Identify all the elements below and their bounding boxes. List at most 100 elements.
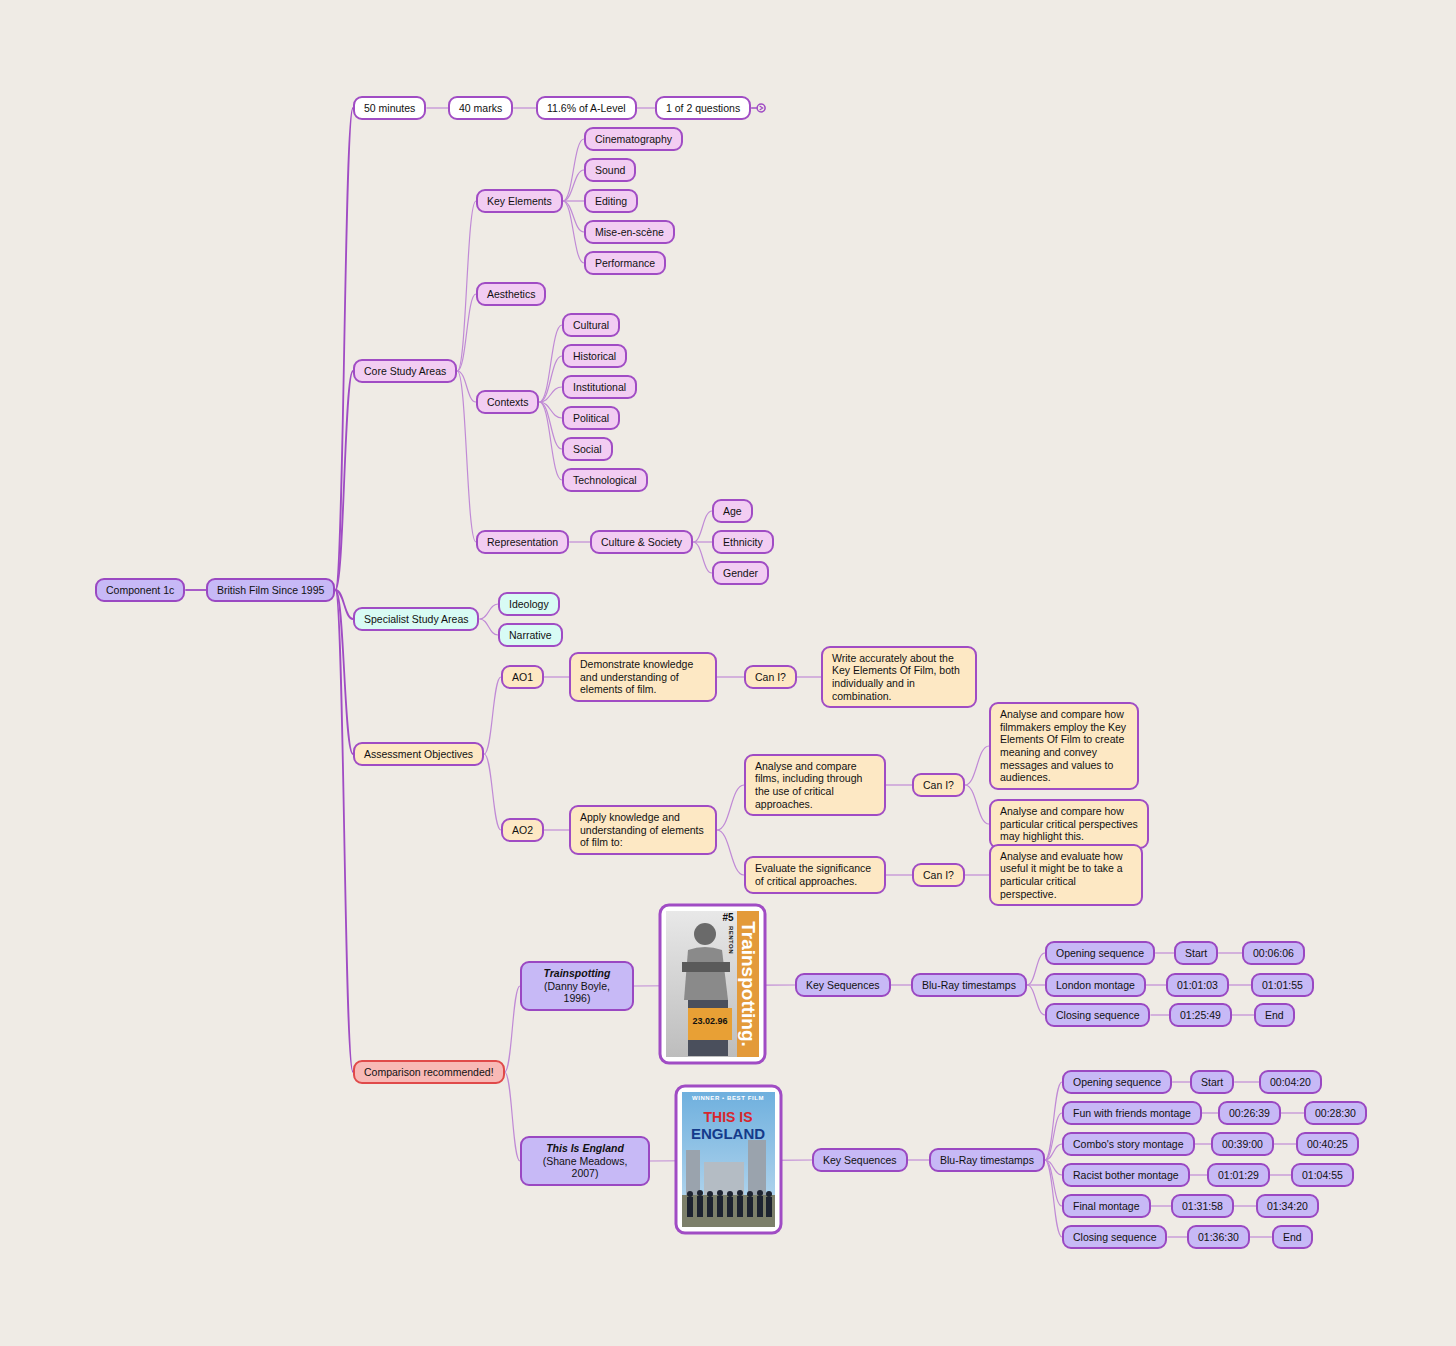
mind-map-node: Ideology (498, 592, 560, 617)
mind-map-node: Performance (584, 251, 666, 276)
mind-map-node: Social (562, 437, 613, 462)
mind-map-node: Comparison recommended! (353, 1060, 505, 1085)
branch-line (457, 371, 476, 542)
mind-map-node: Analyse and evaluate how useful it might… (989, 844, 1143, 906)
mind-map-node: Can I? (912, 773, 965, 798)
mind-map-node: 01:31:58 (1171, 1194, 1234, 1219)
node-text: Political (573, 412, 609, 425)
branch-line (1045, 1113, 1062, 1160)
branch-line (513, 107, 536, 108)
branch-line (1250, 1236, 1272, 1237)
mind-map-node: Core Study Areas (353, 359, 457, 384)
node-text: 00:26:39 (1229, 1107, 1270, 1120)
mind-map-node: 00:28:30 (1304, 1101, 1367, 1126)
branch-line (484, 677, 501, 754)
mind-map-node: Institutional (562, 375, 637, 400)
mind-map-node: End (1272, 1225, 1313, 1250)
branch-line (1270, 1174, 1291, 1175)
node-text: 01:01:55 (1262, 979, 1303, 992)
node-text: Opening sequence (1056, 947, 1144, 960)
mind-map-node: 1 of 2 questions (655, 96, 751, 121)
branch-line (563, 139, 584, 201)
mind-map-node: Start (1174, 941, 1218, 966)
mind-map-node: Can I? (912, 863, 965, 888)
mind-map-node: Key Sequences (812, 1148, 908, 1173)
this-is-england-poster (676, 1086, 781, 1233)
branch-line (479, 604, 498, 619)
node-text: British Film Since 1995 (217, 584, 324, 597)
mind-map-node: Culture & Society (590, 530, 693, 555)
branch-line (185, 589, 206, 591)
node-text: Closing sequence (1056, 1009, 1139, 1022)
branch-line (1281, 1112, 1304, 1113)
mind-map-node: Age (712, 499, 753, 524)
branch-line (539, 356, 562, 402)
mind-map-node: 01:34:20 (1256, 1194, 1319, 1219)
branch-line (544, 829, 569, 830)
poster-text: RENTON (728, 926, 734, 954)
branch-line (335, 590, 353, 1072)
node-text: 11.6% of A-Level (547, 102, 626, 115)
node-text: Performance (595, 257, 655, 270)
branch-line (335, 108, 353, 590)
branch-line (1234, 1205, 1256, 1206)
node-text: Sound (595, 164, 625, 177)
node-text: Comparison recommended! (364, 1066, 494, 1079)
branch-line (563, 201, 584, 232)
branch-line (1155, 952, 1174, 953)
node-text: (Shane Meadows, 2007) (531, 1155, 639, 1180)
branch-line (717, 785, 744, 830)
mind-map-node: Closing sequence (1045, 1003, 1150, 1028)
branch-line (563, 201, 584, 263)
node-text: Representation (487, 536, 558, 549)
branch-line (637, 107, 655, 108)
node-text: Can I? (923, 869, 954, 882)
node-text: London montage (1056, 979, 1135, 992)
node-text: Opening sequence (1073, 1076, 1161, 1089)
mind-map-node: Representation (476, 530, 569, 555)
node-text: 01:31:58 (1182, 1200, 1223, 1213)
mind-map-node: Contexts (476, 390, 539, 415)
branch-line (717, 830, 744, 875)
node-text: 00:28:30 (1315, 1107, 1356, 1120)
node-text: Analyse and compare how filmmakers emplo… (1000, 708, 1128, 784)
mind-map-node: Blu-Ray timestamps (929, 1148, 1045, 1173)
node-text: Aesthetics (487, 288, 535, 301)
mind-map-node: 00:04:20 (1259, 1070, 1322, 1095)
node-text: Demonstrate knowledge and understanding … (580, 658, 706, 696)
poster-text: THIS IS (703, 1110, 752, 1124)
node-text: 50 minutes (364, 102, 415, 115)
mind-map-node: London montage (1045, 973, 1146, 998)
mind-map-node: Aesthetics (476, 282, 546, 307)
node-text: Evaluate the significance of critical ap… (755, 862, 875, 887)
branch-line (1045, 1160, 1062, 1237)
poster-text: ENGLAND (691, 1126, 765, 1141)
node-text: Write accurately about the Key Elements … (832, 652, 966, 702)
mind-map-node: AO1 (501, 665, 544, 690)
node-text: 1 of 2 questions (666, 102, 740, 115)
mind-map-node: End (1254, 1003, 1295, 1028)
branch-line (965, 746, 989, 785)
mind-map-node: Can I? (744, 665, 797, 690)
node-text: Analyse and compare how particular criti… (1000, 805, 1138, 843)
mind-map-node: Technological (562, 468, 648, 493)
node-text: Can I? (755, 671, 786, 684)
branch-line (693, 511, 712, 542)
node-text: 01:36:30 (1198, 1231, 1239, 1244)
mind-map-node: Sound (584, 158, 636, 183)
mind-map-node: Combo's story montage (1062, 1132, 1195, 1157)
mind-map-node: British Film Since 1995 (206, 578, 335, 603)
mind-map-node: Write accurately about the Key Elements … (821, 646, 977, 708)
mind-map-node: Demonstrate knowledge and understanding … (569, 652, 717, 702)
branch-line (457, 201, 476, 371)
branch-line (484, 754, 501, 830)
mind-map-node: Gender (712, 561, 769, 586)
node-text: 01:25:49 (1180, 1009, 1221, 1022)
mind-map-node: Analyse and compare how particular criti… (989, 799, 1149, 849)
mind-map-node: Cultural (562, 313, 620, 338)
branch-line (1202, 1112, 1218, 1113)
node-text: Closing sequence (1073, 1231, 1156, 1244)
mind-map-node: This Is England(Shane Meadows, 2007) (520, 1136, 650, 1186)
branch-line (1218, 952, 1242, 953)
poster-text: WINNER • BEST FILM (692, 1095, 764, 1101)
